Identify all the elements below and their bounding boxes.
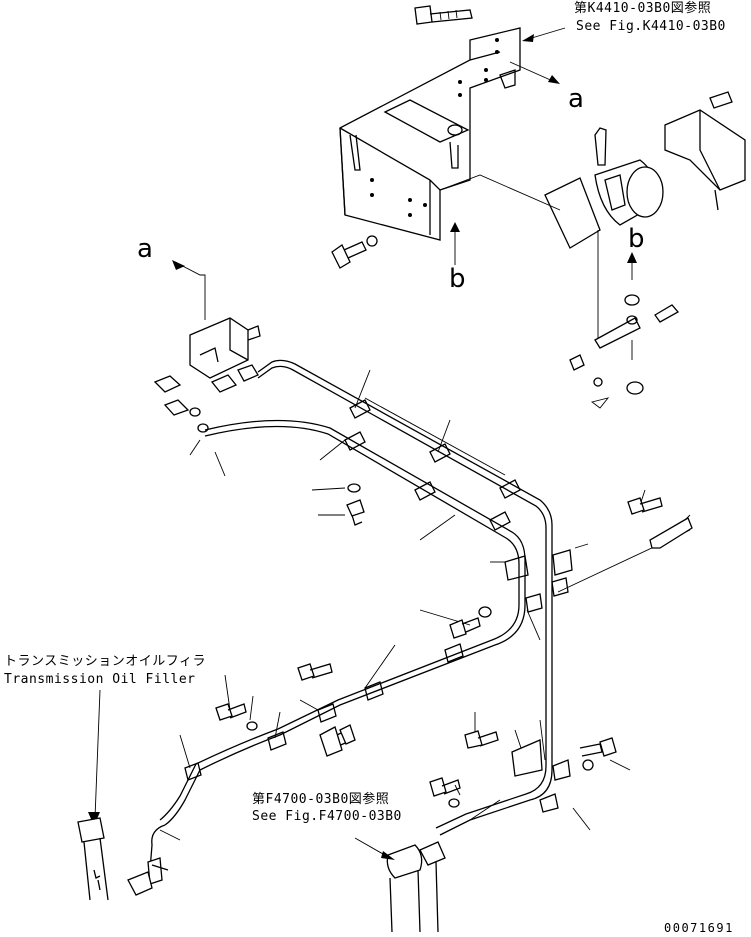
marker-a-top: a [568, 84, 584, 114]
cover-plate [664, 91, 746, 211]
tube-lines [159, 359, 573, 836]
oil-filler [77, 689, 109, 901]
ref-bottom-en: See Fig.F4700-03B0 [252, 809, 402, 824]
marker-b-left: b [449, 264, 466, 294]
bolt-top [414, 5, 473, 25]
filler-label-en: Transmission Oil Filler [4, 672, 196, 687]
mounting-bracket [339, 27, 521, 241]
connector-bracket [354, 837, 446, 933]
bolt-left [331, 235, 378, 269]
ref-top-jp: 第K4410-03B0図参照 [574, 1, 712, 16]
fasteners [215, 483, 693, 808]
filler-label-jp: トランスミッションオイルフィラ [4, 654, 206, 669]
switch-assembly [153, 260, 261, 433]
marker-b-right: b [628, 224, 645, 254]
ref-bottom-jp: 第F4700-03B0図参照 [252, 792, 390, 807]
ref-top-en: See Fig.K4410-03B0 [576, 19, 726, 34]
marker-a-left: a [137, 234, 153, 264]
motor-assembly [544, 127, 664, 249]
doc-number: 00071691 [664, 921, 734, 935]
hose-end [127, 824, 169, 896]
callout-leaders [159, 369, 691, 841]
linkage [569, 230, 680, 409]
